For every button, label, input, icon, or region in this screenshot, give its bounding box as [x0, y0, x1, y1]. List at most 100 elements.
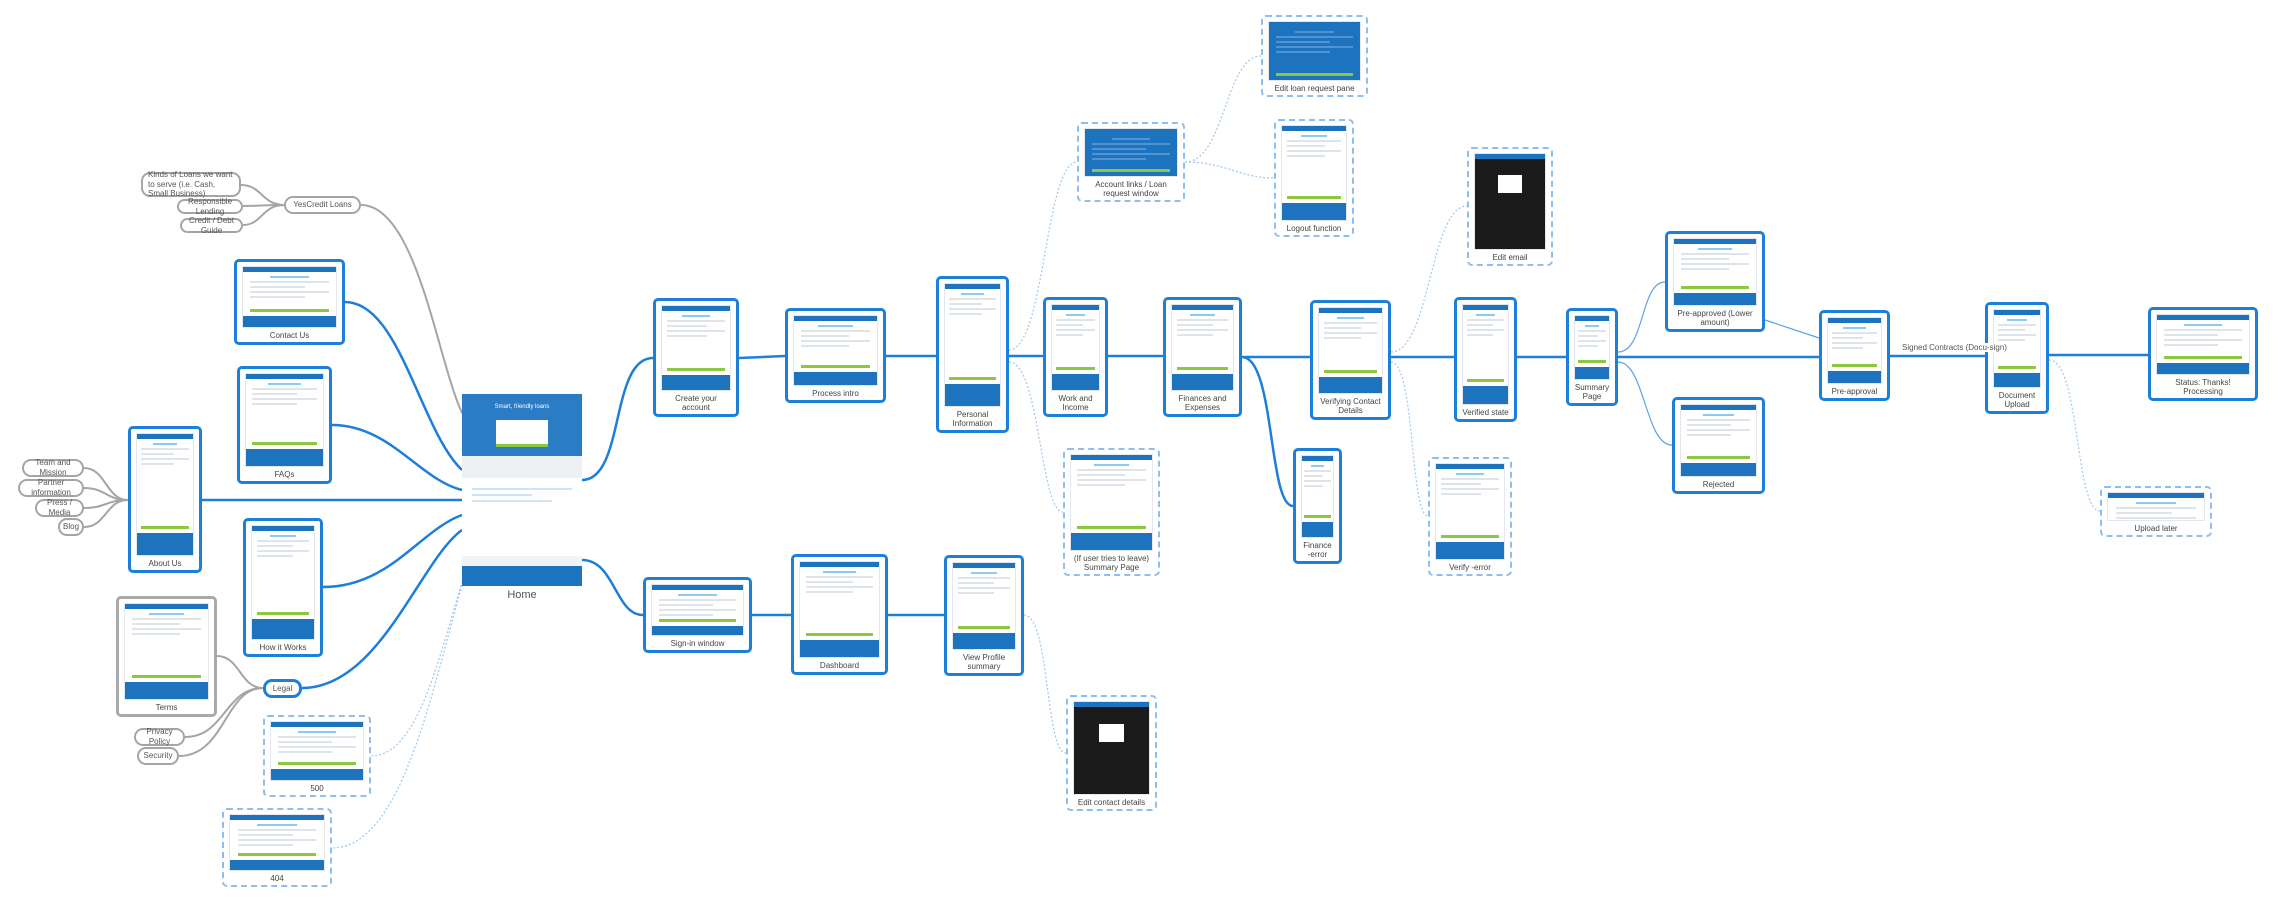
- edge-summary-preapprovedlower: [1617, 281, 1666, 353]
- node-kinds-of-loans[interactable]: Kinds of Loans we want to serve (i.e. Ca…: [141, 170, 241, 198]
- node-finances-and-expenses[interactable]: Finances and Expenses: [1163, 297, 1242, 417]
- page-thumbnail: [1435, 463, 1505, 560]
- node-terms[interactable]: Terms: [116, 596, 217, 717]
- optional-connectors: [331, 55, 2101, 849]
- node-404[interactable]: 404: [222, 808, 332, 887]
- edge-legal-home: [301, 528, 463, 690]
- node-leave-summary[interactable]: (If user tries to leave) Summary Page: [1063, 448, 1160, 576]
- page-thumbnail: [136, 433, 194, 556]
- thumb-header: [953, 563, 1015, 568]
- node-dashboard[interactable]: Dashboard: [791, 554, 888, 675]
- page-thumbnail: [1827, 317, 1882, 384]
- node-create-account[interactable]: Create your account: [653, 298, 739, 417]
- thumb-header: [137, 434, 193, 439]
- edge-summary-rejected: [1617, 361, 1673, 446]
- node-label: Verify -error: [1449, 562, 1491, 572]
- node-edit-contact[interactable]: Edit contact details: [1066, 695, 1157, 811]
- node-label: Edit email: [1492, 252, 1528, 262]
- node-sign-in[interactable]: Sign-in window: [643, 577, 752, 653]
- node-faqs[interactable]: FAQs: [237, 366, 332, 484]
- modal-preview: [1098, 723, 1125, 742]
- node-label: Logout function: [1286, 223, 1342, 233]
- node-pre-approved-lower[interactable]: Pre-approved (Lower amount): [1665, 231, 1765, 332]
- page-thumbnail: [1171, 304, 1234, 391]
- node-document-upload[interactable]: Document Upload: [1985, 302, 2049, 414]
- node-edit-loan-request[interactable]: Edit loan request pane: [1261, 15, 1368, 97]
- thumb-footer: [1172, 374, 1233, 390]
- thumb-footer: [953, 633, 1015, 649]
- thumb-footer: [2157, 363, 2249, 374]
- edge-finances-financeerror: [1241, 355, 1294, 508]
- node-verify-error[interactable]: Verify -error: [1428, 457, 1512, 576]
- thumb-footer: [1575, 367, 1609, 379]
- thumb-header: [230, 815, 324, 820]
- thumb-footer: [945, 383, 1000, 406]
- thumb-header: [1319, 308, 1382, 313]
- node-credit-debt-guide[interactable]: Credit / Debt Guide: [180, 216, 243, 235]
- node-verifying-contact[interactable]: Verifying Contact Details: [1310, 300, 1391, 420]
- node-view-profile[interactable]: View Profile summary: [944, 555, 1024, 676]
- node-press-media[interactable]: Press / Media: [35, 498, 84, 517]
- thumb-header: [271, 722, 363, 727]
- node-process-intro[interactable]: Process intro: [785, 308, 886, 403]
- node-team-and-mission[interactable]: Team and Mission: [22, 458, 84, 477]
- page-thumbnail: [1070, 454, 1153, 551]
- node-yescredit-loans[interactable]: YesCredit Loans: [284, 196, 361, 214]
- thumb-header: [1674, 239, 1756, 244]
- node-responsible-lending[interactable]: Responsible Lending: [177, 197, 243, 216]
- node-label: View Profile summary: [962, 652, 1006, 671]
- node-partner-information[interactable]: Partner information: [18, 478, 84, 497]
- node-label: Status: Thanks! Processing: [2175, 377, 2231, 396]
- page-thumbnail: [1084, 128, 1178, 177]
- node-account-links[interactable]: Account links / Loan request window: [1077, 122, 1185, 202]
- page-thumbnail: [799, 561, 880, 658]
- node-label: Finance -error: [1303, 540, 1332, 559]
- thumb-footer: [794, 372, 877, 385]
- node-blog[interactable]: Blog: [58, 518, 84, 536]
- thumb-header: [794, 316, 877, 321]
- node-label: FAQs: [274, 469, 295, 479]
- thumb-header: [2108, 493, 2204, 498]
- thumb-header: [1052, 305, 1099, 310]
- thumb-footer: [243, 316, 336, 327]
- node-how-it-works[interactable]: How it Works: [243, 518, 323, 657]
- node-contact-us[interactable]: Contact Us: [234, 259, 345, 345]
- node-finance-error[interactable]: Finance -error: [1293, 448, 1342, 564]
- node-about-us[interactable]: About Us: [128, 426, 202, 573]
- thumb-header: [243, 267, 336, 272]
- page-thumbnail: [1318, 307, 1383, 394]
- thumb-header: [652, 585, 743, 590]
- node-label: Terms: [155, 702, 178, 712]
- thumb-footer: [1071, 532, 1152, 550]
- node-personal-information[interactable]: Personal Information: [936, 276, 1009, 433]
- page-thumbnail: [242, 266, 337, 328]
- node-status-processing[interactable]: Status: Thanks! Processing: [2148, 307, 2258, 401]
- node-edit-email[interactable]: Edit email: [1467, 147, 1553, 266]
- node-summary-page[interactable]: Summary Page: [1566, 308, 1618, 406]
- node-logout-function[interactable]: Logout function: [1274, 119, 1354, 237]
- node-security[interactable]: Security: [137, 747, 179, 765]
- page-thumbnail: [270, 721, 364, 781]
- thumb-header: [2157, 315, 2249, 320]
- node-home[interactable]: Smart, friendly loans Home: [462, 394, 582, 608]
- node-label: Sign-in window: [670, 638, 725, 648]
- node-pre-approval[interactable]: Pre-approval: [1819, 310, 1890, 401]
- node-rejected[interactable]: Rejected: [1672, 397, 1765, 494]
- home-hero: Smart, friendly loans: [462, 394, 582, 456]
- edge-home-create: [581, 356, 654, 482]
- node-work-and-income[interactable]: Work and Income: [1043, 297, 1108, 417]
- node-verified-state[interactable]: Verified state: [1454, 297, 1517, 422]
- node-privacy-policy[interactable]: Privacy Policy: [134, 727, 185, 746]
- node-legal[interactable]: Legal: [263, 679, 302, 698]
- node-upload-later[interactable]: Upload later: [2100, 486, 2212, 537]
- gray-connectors: [83, 184, 467, 757]
- thumb-footer: [252, 618, 314, 639]
- thumb-header: [1681, 405, 1756, 410]
- thumb-footer: [246, 449, 323, 466]
- page-thumbnail: [944, 283, 1001, 407]
- node-label: Process intro: [812, 388, 859, 398]
- node-500[interactable]: 500: [263, 715, 371, 797]
- thumb-header: [246, 374, 323, 379]
- page-thumbnail: [793, 315, 878, 386]
- edge-blog-about: [83, 499, 129, 528]
